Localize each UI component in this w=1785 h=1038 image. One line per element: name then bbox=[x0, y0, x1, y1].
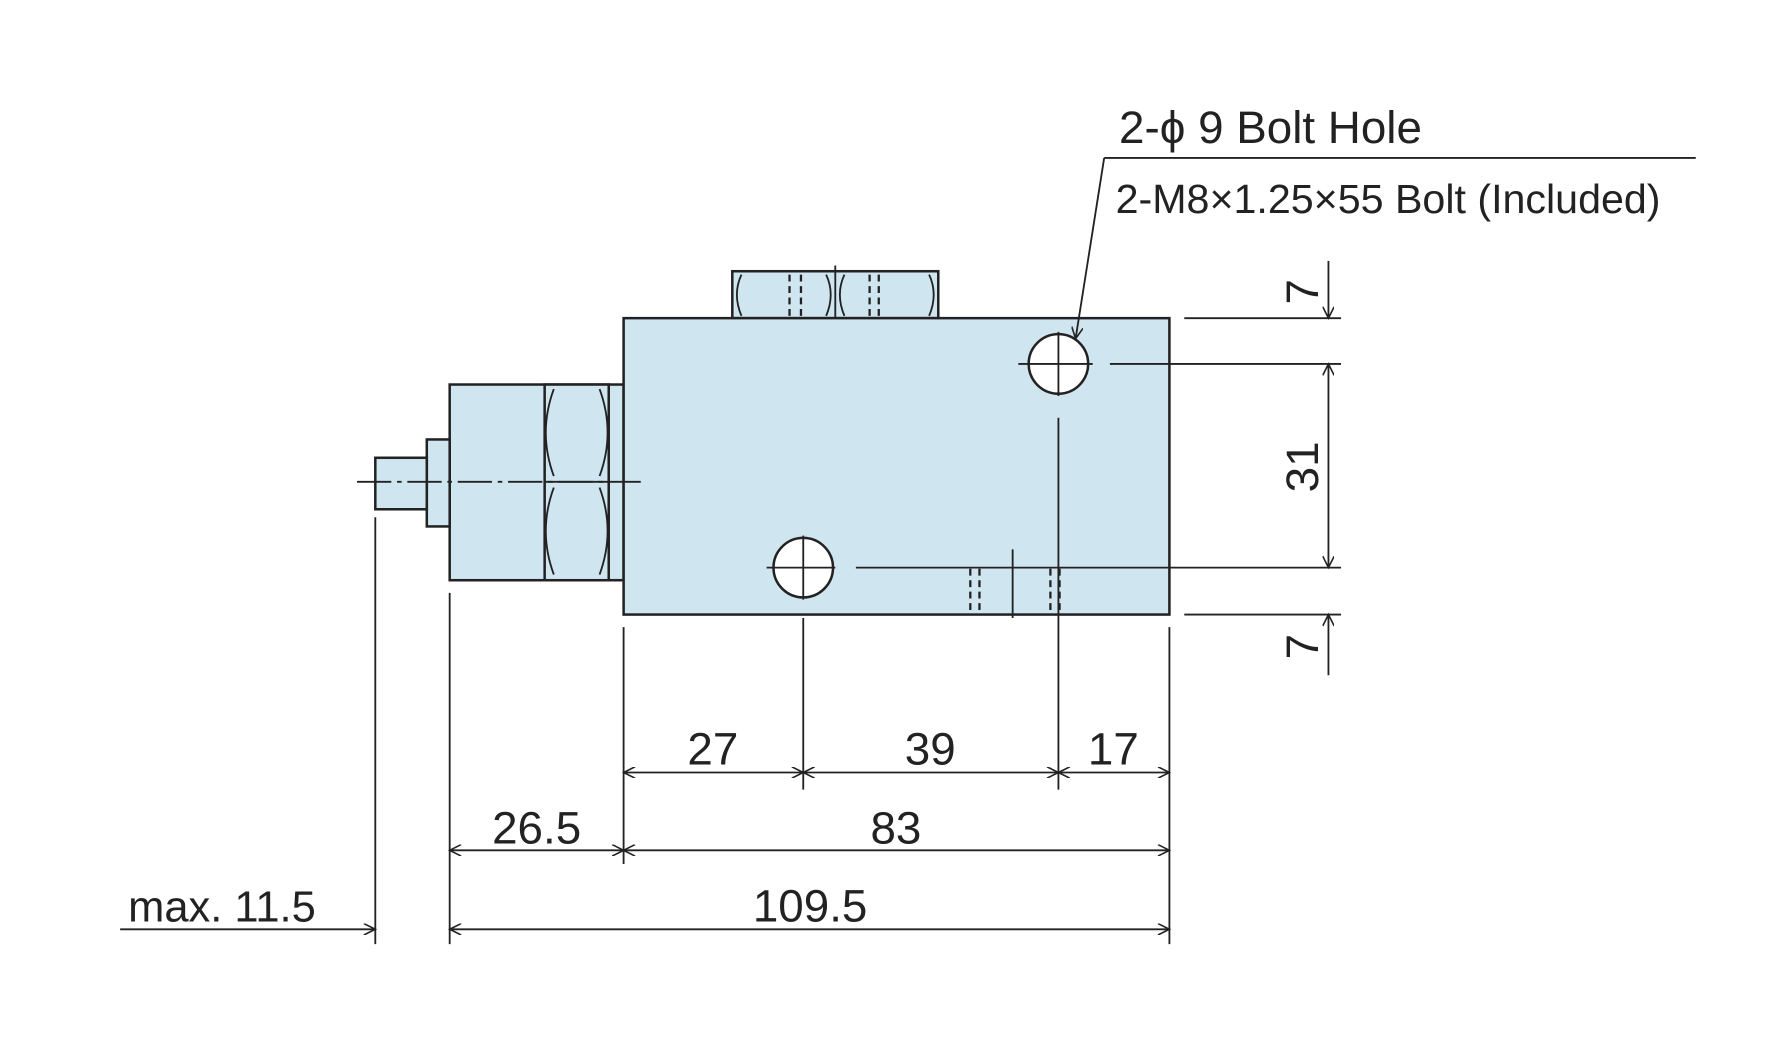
horizontal-dimensions: 27 39 17 26.5 83 109.5 max. 11.5 bbox=[120, 723, 1169, 931]
dim-left-to-hole: 27 bbox=[687, 723, 738, 774]
dim-overall-length: 109.5 bbox=[753, 880, 868, 931]
dim-hole-to-right: 17 bbox=[1088, 723, 1139, 774]
dim-top-offset: 7 bbox=[1277, 279, 1328, 304]
bolt-hole-callout: 2-ϕ 9 Bolt Hole 2-M8×1.25×55 Bolt (Inclu… bbox=[1076, 102, 1696, 339]
callout-subtitle: 2-M8×1.25×55 Bolt (Included) bbox=[1116, 176, 1661, 222]
callout-title: 2-ϕ 9 Bolt Hole bbox=[1119, 102, 1422, 153]
extension-lines bbox=[374, 317, 1342, 945]
dim-fitting-length: 26.5 bbox=[492, 802, 581, 853]
vertical-dimensions: 7 31 7 bbox=[1277, 260, 1328, 676]
dim-body-length: 83 bbox=[870, 802, 921, 853]
bolt-hole-upper bbox=[1018, 331, 1093, 396]
dim-hole-spacing-vertical: 31 bbox=[1277, 441, 1328, 492]
dim-hole-to-hole: 39 bbox=[905, 723, 956, 774]
bolt-hole-lower bbox=[766, 535, 836, 600]
top-hex-nuts bbox=[731, 265, 940, 339]
dim-stud-max: max. 11.5 bbox=[128, 883, 316, 931]
dim-bottom-offset: 7 bbox=[1277, 634, 1328, 659]
